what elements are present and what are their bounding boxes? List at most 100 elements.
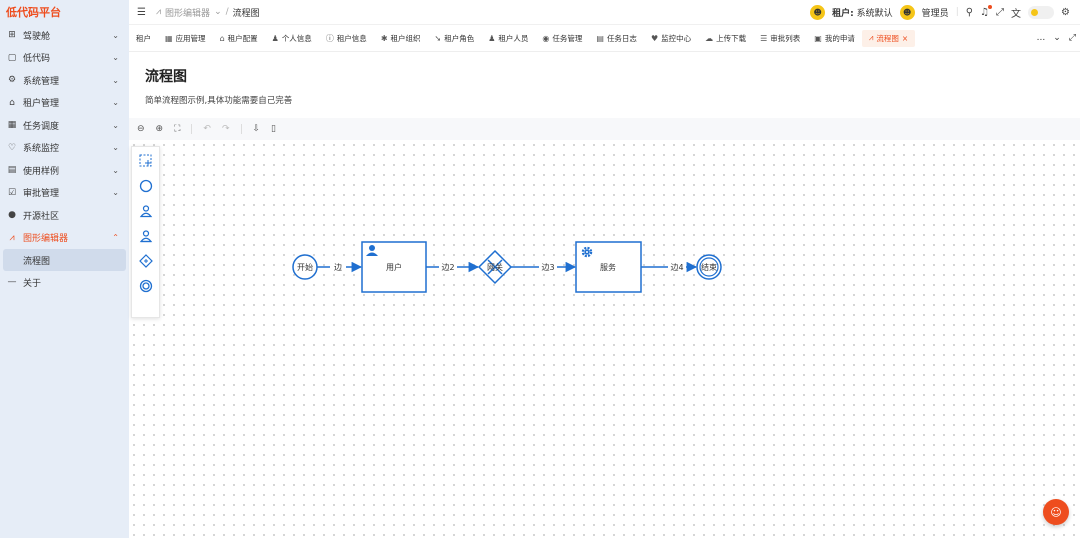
tab-7[interactable]: ♟租户人员: [481, 30, 535, 47]
tab-14[interactable]: ⩘流程图×: [861, 29, 916, 47]
sidebar-item-6[interactable]: ▤使用样例⌄: [0, 159, 129, 182]
chevron-icon: ⌄: [112, 75, 119, 85]
sidebar-item-10[interactable]: —关于: [0, 271, 129, 294]
service-task-icon[interactable]: [138, 228, 154, 244]
tab-8[interactable]: ◉任务管理: [535, 30, 589, 47]
tab-13[interactable]: ▣我的申请: [807, 30, 862, 47]
tab-3[interactable]: ♟个人信息: [265, 30, 319, 47]
tab-6[interactable]: ➘租户角色: [428, 30, 482, 47]
example-icon: ▤: [7, 165, 17, 176]
redo-icon[interactable]: ↷: [221, 124, 230, 134]
tabs-more-button[interactable]: ...: [1036, 33, 1046, 43]
translate-icon[interactable]: 文: [1011, 8, 1022, 20]
tab-1[interactable]: ▦应用管理: [158, 30, 213, 47]
cloud-icon: ☁: [705, 33, 714, 43]
download-icon[interactable]: ⇩: [252, 124, 261, 134]
menu-collapse-icon[interactable]: ☰: [137, 6, 146, 18]
undo-icon[interactable]: ↶: [203, 124, 211, 134]
node-user-task[interactable]: 用户: [361, 241, 427, 293]
sidebar-item-8[interactable]: ●开源社区: [0, 204, 129, 227]
sidebar-item-0[interactable]: ⊞驾驶舱⌄: [0, 24, 129, 47]
tab-10[interactable]: ♥监控中心: [644, 30, 698, 47]
assistant-icon: ☺: [1050, 505, 1062, 519]
node-service-label: 服务: [600, 262, 616, 272]
fullscreen-icon[interactable]: ⤢: [996, 6, 1005, 18]
tab-11[interactable]: ☁上传下载: [698, 30, 753, 47]
selection-tool-icon[interactable]: [138, 153, 154, 169]
apply-icon: ▣: [814, 33, 822, 43]
tabs-dropdown-icon[interactable]: ⌄: [1053, 33, 1061, 43]
tenant-switcher[interactable]: 租户: 系统默认: [832, 6, 893, 19]
export-icon[interactable]: ▯: [271, 124, 276, 134]
node-gateway[interactable]: 网关: [477, 249, 513, 285]
flow-diagram[interactable]: 边 边2 边3 边4 开始: [129, 140, 1080, 538]
user-icon: [366, 245, 378, 256]
breadcrumb-item-graph-editor[interactable]: 图形编辑器: [165, 8, 211, 19]
breadcrumb-chevron-down-icon[interactable]: ⌄: [214, 7, 222, 17]
sidebar-item-1[interactable]: ▢低代码⌄: [0, 47, 129, 70]
edge-gateway-service[interactable]: 边3: [511, 261, 577, 273]
user-avatar[interactable]: ☻: [899, 4, 915, 20]
tab-12[interactable]: ☰审批列表: [753, 30, 807, 47]
settings-icon[interactable]: ⚙: [1061, 6, 1070, 18]
role-icon: ➘: [434, 33, 442, 43]
brand-logo[interactable]: 低代码平台: [6, 6, 61, 19]
edge-user-gateway[interactable]: 边2: [426, 261, 480, 273]
theme-toggle[interactable]: [1028, 5, 1055, 19]
node-service-task[interactable]: 服务: [575, 241, 642, 293]
sidebar-item-9[interactable]: ⩘图形编辑器⌃: [0, 227, 129, 250]
gateway-icon[interactable]: [138, 253, 154, 269]
tab-label: 我的申请: [824, 33, 855, 43]
edge-service-end[interactable]: 边4: [641, 261, 698, 273]
tab-label: 任务管理: [552, 33, 583, 43]
theme-toggle-knob: [1031, 8, 1039, 16]
sidebar-item-7[interactable]: ☑审批管理⌄: [0, 182, 129, 205]
tab-0[interactable]: 租户: [129, 30, 158, 47]
sidebar-item-label: 系统管理: [23, 76, 60, 87]
zoom-in-icon[interactable]: ⊕: [155, 124, 164, 134]
user-name[interactable]: 管理员: [921, 8, 949, 19]
dashboard-icon: ⊞: [8, 30, 16, 41]
chevron-icon: ⌄: [112, 165, 119, 175]
bell-icon[interactable]: ♫: [980, 4, 993, 18]
tab-9[interactable]: ▤任务日志: [589, 30, 644, 47]
search-icon[interactable]: ⚲: [965, 6, 974, 18]
zoom-out-icon[interactable]: ⊖: [137, 124, 145, 134]
task-icon: ◉: [542, 33, 550, 43]
sidebar: 低代码平台 ⊞驾驶舱⌄▢低代码⌄⚙系统管理⌄⌂租户管理⌄▦任务调度⌄♡系统监控⌄…: [0, 0, 129, 538]
tabs-fullscreen-icon[interactable]: ⤢: [1068, 33, 1076, 43]
tab-label: 租户人员: [498, 33, 529, 43]
end-event-icon[interactable]: [138, 278, 154, 294]
grid-icon: ▦: [165, 33, 173, 43]
flow-canvas[interactable]: 边 边2 边3 边4 开始: [129, 140, 1080, 538]
node-start[interactable]: 开始: [292, 254, 318, 280]
sidebar-item-label: 系统监控: [23, 144, 60, 155]
sidebar-item-3[interactable]: ⌂租户管理⌄: [0, 92, 129, 115]
tenant-avatar: ☻: [810, 4, 826, 20]
fit-view-icon[interactable]: ⛶: [174, 124, 181, 134]
edge-label-1: 边: [334, 262, 342, 272]
node-start-label: 开始: [297, 262, 313, 272]
breadcrumb-item-current: 流程图: [232, 8, 260, 19]
close-icon[interactable]: ×: [901, 33, 909, 43]
assistant-fab-button[interactable]: ☺: [1043, 499, 1069, 525]
tab-2[interactable]: ⌂租户配置: [213, 30, 265, 47]
tab-5[interactable]: ✱租户组织: [374, 30, 428, 47]
sidebar-item-5[interactable]: ♡系统监控⌄: [0, 137, 129, 160]
sidebar-item-label: 驾驶舱: [23, 31, 51, 42]
breadcrumb-separator: /: [225, 7, 229, 17]
node-end[interactable]: 结束: [696, 254, 722, 280]
about-icon: —: [7, 277, 17, 288]
sidebar-item-label: 租户管理: [23, 99, 60, 110]
people-icon: ♟: [488, 33, 496, 43]
sidebar-subitem-flowchart[interactable]: 流程图: [3, 249, 126, 271]
sidebar-item-2[interactable]: ⚙系统管理⌄: [0, 69, 129, 92]
edge-start-user[interactable]: 边: [317, 261, 363, 273]
github-icon: ●: [8, 210, 16, 221]
toolbar-divider: [240, 124, 242, 134]
start-event-icon[interactable]: [138, 178, 154, 194]
sidebar-item-4[interactable]: ▦任务调度⌄: [0, 114, 129, 137]
user-task-icon[interactable]: [138, 203, 154, 219]
tab-label: 上传下载: [716, 33, 747, 43]
